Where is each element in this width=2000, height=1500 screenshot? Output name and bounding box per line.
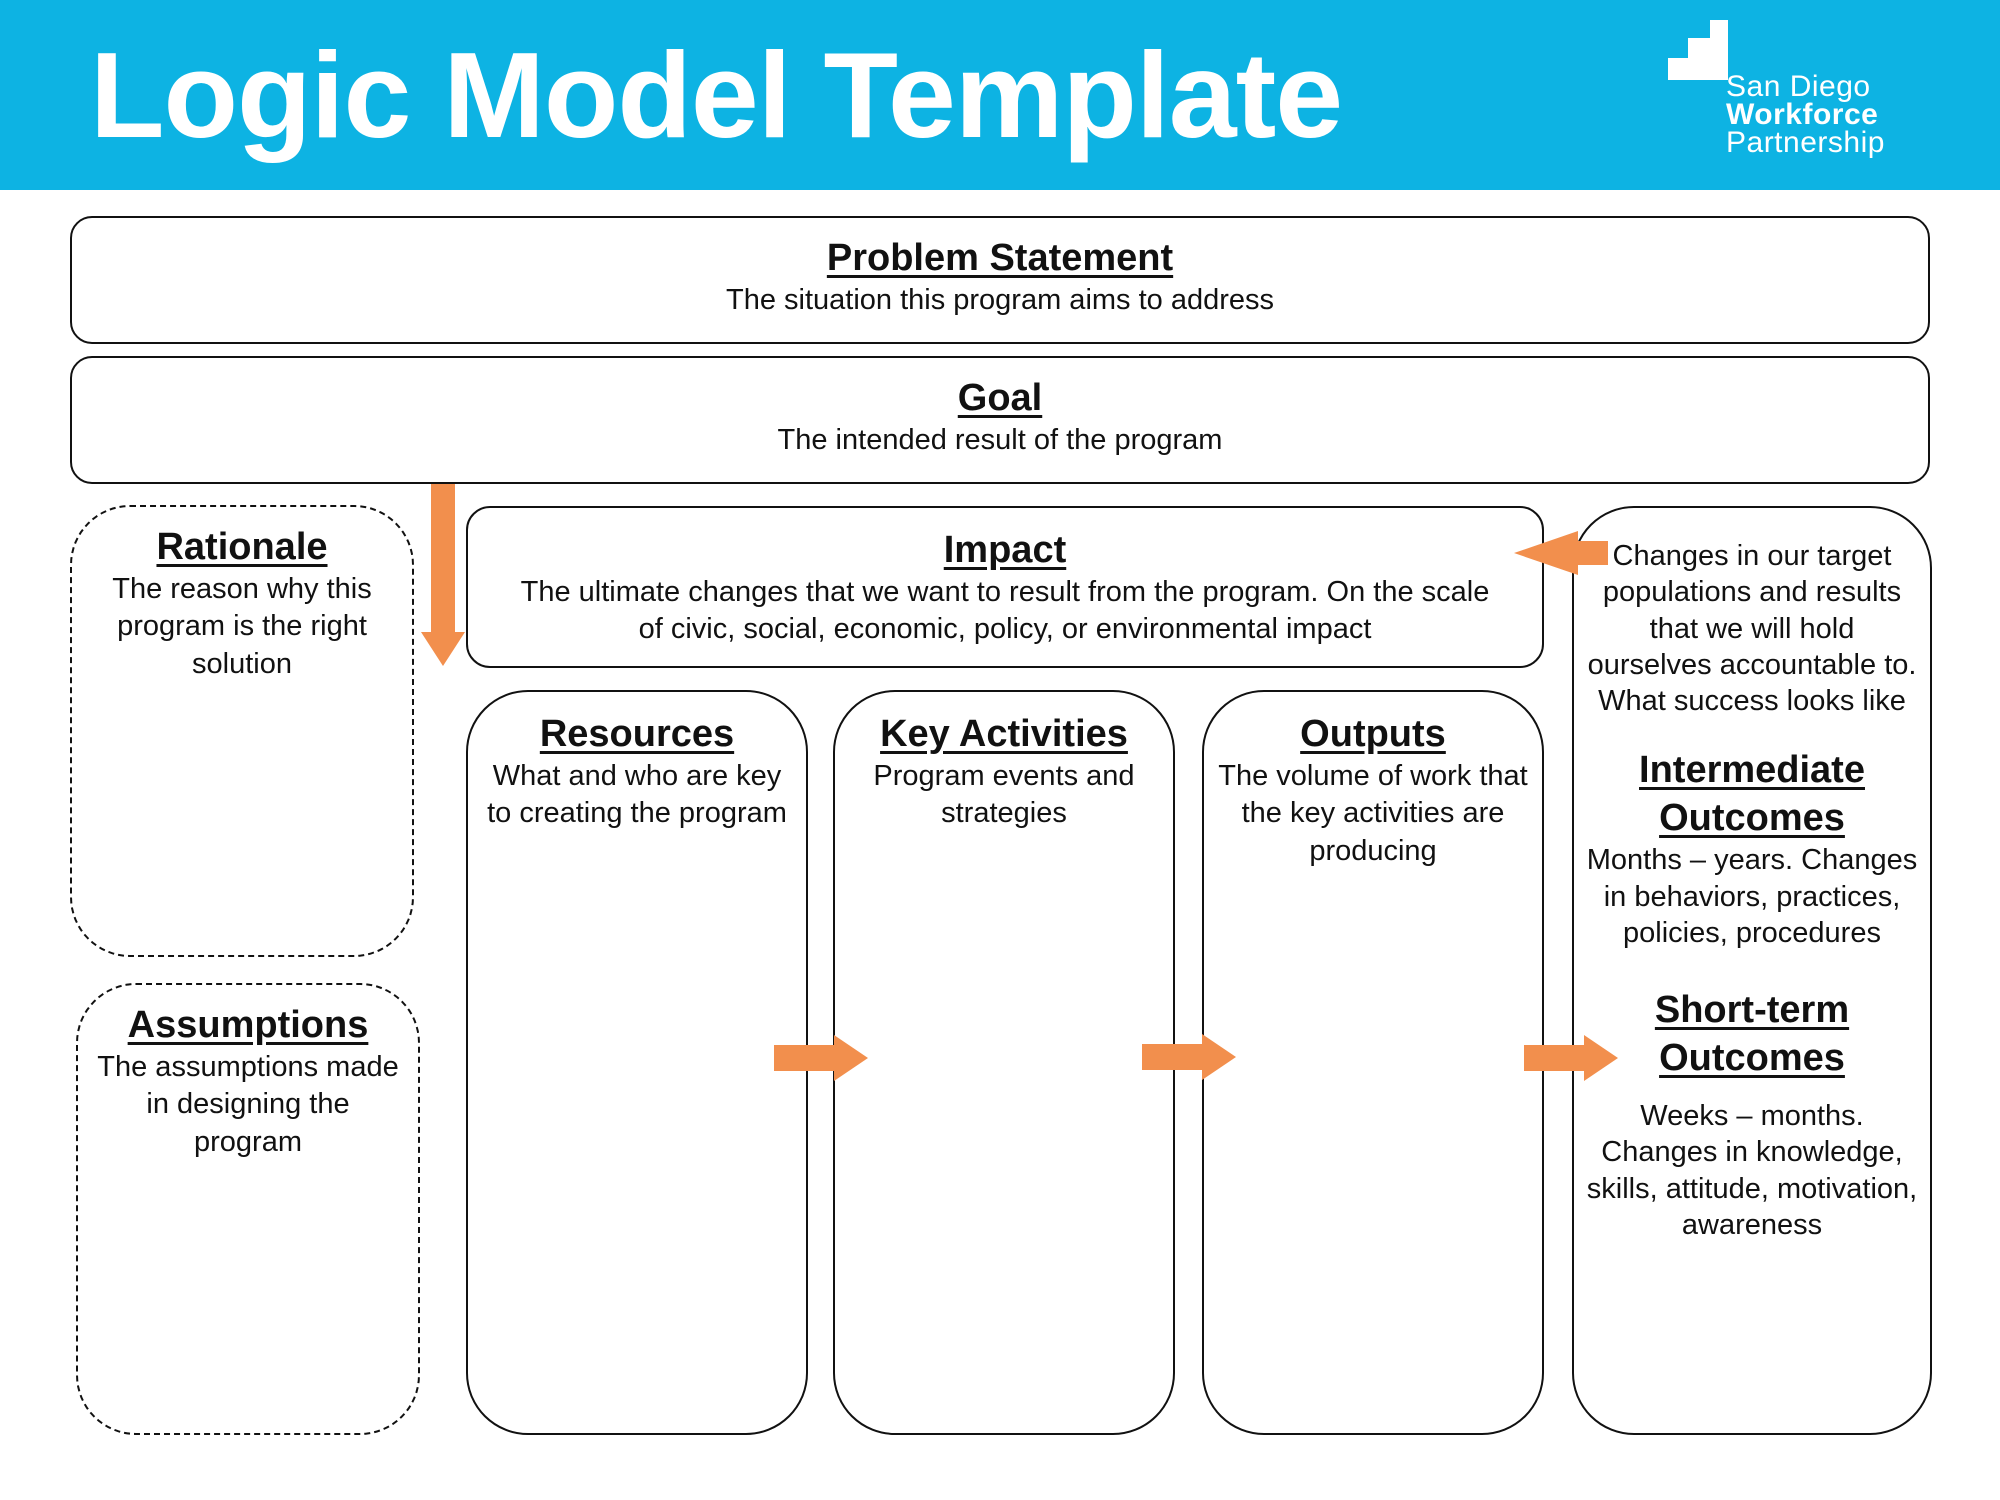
assumptions-box: Assumptions The assumptions made in desi… bbox=[76, 983, 420, 1435]
assumptions-title: Assumptions bbox=[127, 1004, 369, 1046]
key-activities-title: Key Activities bbox=[880, 713, 1128, 755]
resources-desc: What and who are key to creating the pro… bbox=[487, 759, 787, 830]
impact-desc-line1: The ultimate changes that we want to res… bbox=[520, 575, 1490, 608]
header-banner: Logic Model Template San Diego Workforce… bbox=[0, 0, 2000, 190]
outputs-title: Outputs bbox=[1300, 713, 1446, 755]
logo-steps-icon bbox=[1668, 20, 1728, 80]
resources-box: Resources What and who are key to creati… bbox=[466, 690, 808, 1435]
short-term-outcomes-desc: Weeks – months. Changes in knowledge, sk… bbox=[1586, 1100, 1918, 1241]
resources-title: Resources bbox=[539, 713, 735, 755]
intermediate-outcomes-desc: Months – years. Changes in behaviors, pr… bbox=[1586, 844, 1918, 949]
rationale-title: Rationale bbox=[156, 526, 328, 568]
organization-logo: San Diego Workforce Partnership bbox=[1668, 20, 1968, 170]
outcomes-intro-success: What success looks like bbox=[1598, 685, 1906, 717]
outputs-box: Outputs The volume of work that the key … bbox=[1202, 690, 1544, 1435]
rationale-desc: The reason why this program is the right… bbox=[112, 572, 372, 680]
outputs-desc: The volume of work that the key activiti… bbox=[1218, 759, 1528, 867]
problem-statement-desc: The situation this program aims to addre… bbox=[725, 283, 1275, 316]
goal-title: Goal bbox=[957, 377, 1043, 419]
impact-title: Impact bbox=[943, 529, 1067, 571]
outcomes-box: Changes in our target populations and re… bbox=[1572, 506, 1932, 1435]
logo-line-partnership: Partnership bbox=[1726, 126, 1885, 159]
goal-desc: The intended result of the program bbox=[777, 423, 1223, 456]
logo-text: San Diego Workforce Partnership bbox=[1726, 70, 1885, 159]
logo-line-san-diego: San Diego bbox=[1726, 70, 1871, 103]
outcomes-intro: Changes in our target populations and re… bbox=[1587, 540, 1917, 681]
problem-statement-box: Problem Statement The situation this pro… bbox=[70, 216, 1930, 344]
short-term-outcomes-title: Short-term Outcomes bbox=[1654, 989, 1850, 1079]
intermediate-outcomes-title: Intermediate Outcomes bbox=[1639, 749, 1865, 839]
rationale-box: Rationale The reason why this program is… bbox=[70, 505, 414, 957]
logo-line-workforce: Workforce bbox=[1726, 98, 1879, 131]
goal-box: Goal The intended result of the program bbox=[70, 356, 1930, 484]
impact-desc-line2: of civic, social, economic, policy, or e… bbox=[638, 613, 1372, 646]
key-activities-desc: Program events and strategies bbox=[873, 759, 1135, 830]
assumptions-desc: The assumptions made in designing the pr… bbox=[97, 1050, 399, 1158]
problem-statement-title: Problem Statement bbox=[826, 237, 1174, 279]
page-title: Logic Model Template bbox=[90, 27, 1343, 163]
arrow-down-icon bbox=[421, 484, 465, 666]
key-activities-box: Key Activities Program events and strate… bbox=[833, 690, 1175, 1435]
impact-box: Impact The ultimate changes that we want… bbox=[466, 506, 1544, 668]
